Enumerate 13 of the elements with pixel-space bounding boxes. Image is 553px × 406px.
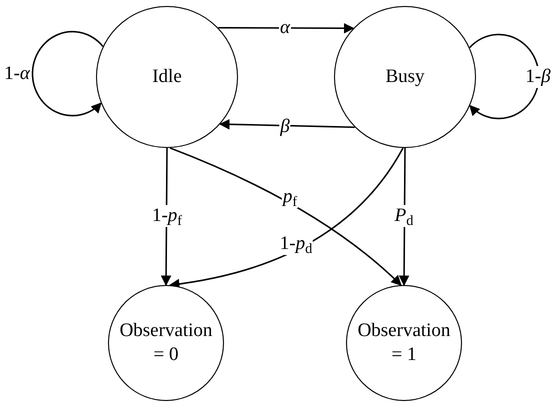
- state-label: Observation = 0: [118, 319, 214, 367]
- arrow: [469, 34, 540, 120]
- arrow: [398, 148, 410, 286]
- edge-label: 1-p$_{f}$: [150, 205, 184, 227]
- state-label: Idle: [151, 65, 183, 89]
- state-label: Observation = 1: [356, 319, 452, 367]
- arrow: [32, 31, 104, 116]
- arrow: [219, 119, 355, 130]
- edge-label: P$_{d}$: [394, 205, 414, 227]
- state-label: Busy: [384, 65, 426, 89]
- arrow: [218, 23, 354, 34]
- edge-label: 1-β: [524, 66, 552, 88]
- edge-label: β: [279, 116, 291, 138]
